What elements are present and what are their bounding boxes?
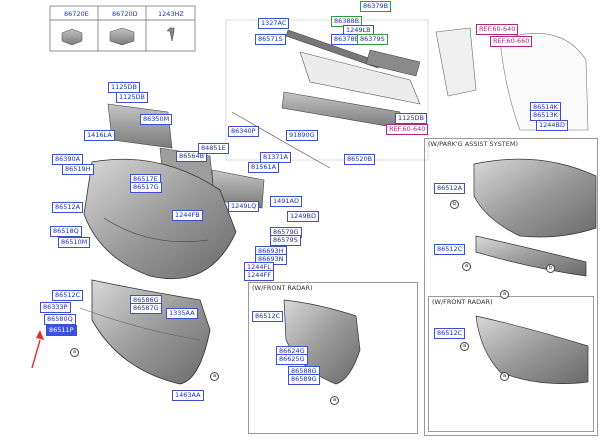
part-label[interactable]: 86512C (52, 290, 84, 301)
part-label[interactable]: 86517G (130, 182, 162, 193)
callout-circle: a (460, 342, 469, 351)
part-label[interactable]: 86589G (288, 374, 320, 385)
inset-frame-front-radar-center (248, 282, 418, 434)
part-label[interactable]: 86340P (228, 126, 259, 137)
part-label[interactable]: 1125DB (116, 92, 149, 103)
inset-title-front-radar-center: (W/FRONT RADAR) (252, 284, 313, 292)
part-label[interactable]: 86625G (276, 354, 308, 365)
clip-86720e (61, 28, 83, 46)
hw-label-2: 86720D (112, 10, 138, 18)
part-label[interactable]: 86512C (434, 328, 466, 339)
part-label[interactable]: 86564B (176, 151, 208, 162)
part-label[interactable]: 86579S (270, 235, 301, 246)
hw-label-1: 86720E (64, 10, 89, 18)
part-label[interactable]: 1491AD (270, 196, 302, 207)
part-label[interactable]: 1249BD (287, 211, 320, 222)
inset-title-front-radar-right: (W/FRONT RADAR) (432, 298, 493, 306)
part-label[interactable]: 1125DB (395, 113, 428, 124)
part-label[interactable]: 86333P (40, 302, 71, 313)
part-label[interactable]: 86587G (130, 303, 162, 314)
callout-circle: a (210, 372, 219, 381)
hw-label-3: 1243HZ (158, 10, 184, 18)
hardware-table (49, 5, 196, 52)
part-label[interactable]: 86379B (360, 1, 392, 12)
part-label[interactable]: 86518Q (50, 226, 82, 237)
inset-frame-front-radar-right (428, 296, 594, 432)
inset-frame-park-assist (424, 138, 598, 436)
ref-label[interactable]: REF.60-640 (386, 124, 429, 135)
part-label[interactable]: 86519H (62, 164, 94, 175)
screw-1243hz (166, 27, 175, 42)
callout-circle: a (330, 396, 339, 405)
part-label[interactable]: 84851E (198, 143, 229, 154)
part-label[interactable]: 1327AC (258, 18, 290, 29)
part-label[interactable]: 86510M (58, 237, 91, 248)
callout-circle: b (546, 264, 555, 273)
part-label[interactable]: 1244FB (172, 210, 203, 221)
callout-circle: b (450, 200, 459, 209)
callout-circle: a (500, 372, 509, 381)
part-label[interactable]: 1463AA (172, 390, 204, 401)
part-label[interactable]: 86571S (255, 34, 286, 45)
callout-circle: a (462, 262, 471, 271)
part-label-highlighted[interactable]: 86511P (46, 325, 77, 336)
part-label[interactable]: 1244FF (244, 270, 275, 281)
clip-86720d (109, 27, 135, 46)
fender-area (435, 27, 589, 131)
part-label[interactable]: 86512A (52, 202, 84, 213)
part-label[interactable]: 91890G (286, 130, 318, 141)
part-label[interactable]: 1335AA (166, 308, 198, 319)
ref-label[interactable]: REF.60-660 (490, 36, 533, 47)
part-label[interactable]: 1244BD (536, 120, 569, 131)
part-label[interactable]: 1249LQ (228, 201, 260, 212)
part-label[interactable]: 86580Q (44, 314, 76, 325)
front-bumper-cover (83, 158, 237, 280)
ref-label[interactable]: REF.60-640 (476, 24, 519, 35)
inset-title-park-assist: (W/PARK'G ASSIST SYSTEM) (428, 140, 518, 148)
part-label[interactable]: 1416LA (84, 130, 115, 141)
upper-beam-group (225, 19, 429, 161)
lower-bumper (79, 279, 211, 385)
part-label[interactable]: 86512C (252, 311, 284, 322)
callout-circle: a (500, 290, 509, 299)
part-label[interactable]: 86512C (434, 244, 466, 255)
part-label[interactable]: 81561A (248, 162, 280, 173)
callout-circle: a (70, 348, 79, 357)
red-arrow-pointer (31, 330, 44, 369)
part-label[interactable]: 86520B (344, 154, 376, 165)
part-label[interactable]: 86350M (140, 114, 173, 125)
inset-park-parts (473, 158, 597, 384)
part-label[interactable]: 86512A (434, 183, 466, 194)
part-label[interactable]: 86379S (357, 34, 388, 45)
